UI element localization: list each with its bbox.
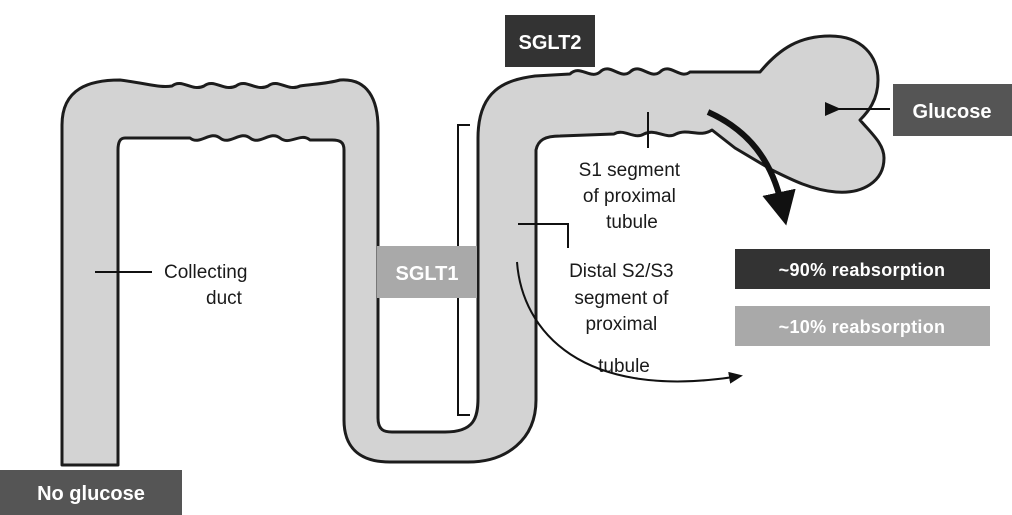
reabsorption-90-box xyxy=(735,249,990,289)
sglt2-label: SGLT2 xyxy=(519,32,582,54)
reabsorption-90-label: ~90% reabsorption xyxy=(779,260,946,280)
distal-leader xyxy=(518,223,569,248)
sglt1-label: SGLT1 xyxy=(396,263,459,285)
s1-segment-label: S1 segment of proximal tubule xyxy=(579,160,686,233)
no-glucose-label: No glucose xyxy=(37,483,145,505)
no-glucose-box xyxy=(0,470,182,515)
reabsorption-10-arrow xyxy=(516,261,743,384)
reabsorption-10-label: ~10% reabsorption xyxy=(779,317,946,337)
collecting-duct-label: Collecting duct xyxy=(164,262,253,309)
reabsorption-10-box xyxy=(735,306,990,346)
glucose-label: Glucose xyxy=(913,101,992,123)
distal-segment-label: Distal S2/S3 segment of proximal tubule xyxy=(569,261,679,377)
sglt2-box xyxy=(505,15,595,67)
sglt1-box xyxy=(377,246,477,298)
reabsorption-90-arrow xyxy=(706,109,796,226)
nephron-tubule-shape xyxy=(60,34,886,467)
glucose-box xyxy=(893,84,1012,136)
